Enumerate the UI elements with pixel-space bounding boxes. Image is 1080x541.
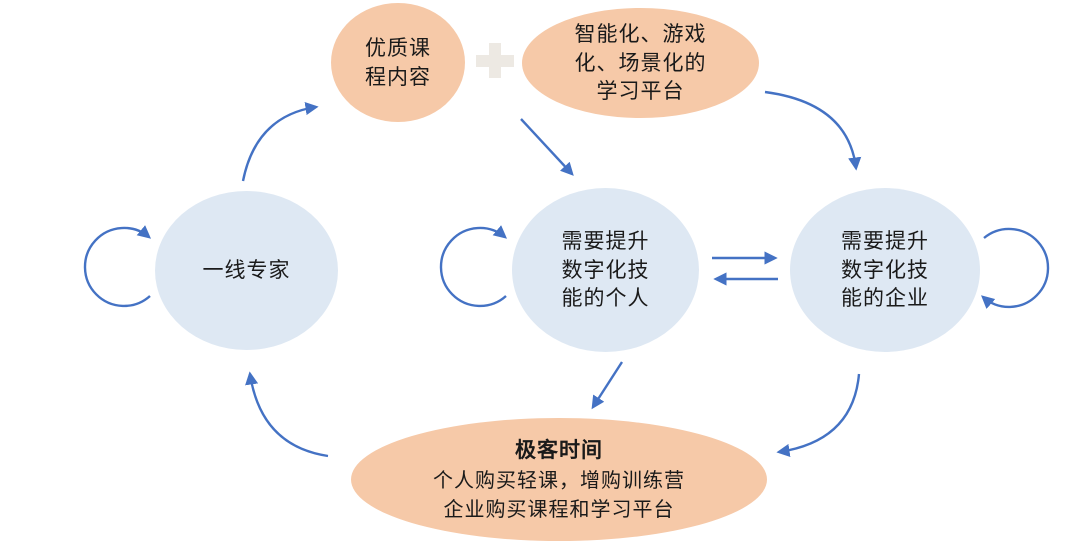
node-learning-platform-label: 智能化、游戏 化、场景化的 学习平台 [574,21,707,104]
self-loop-individual [439,225,508,308]
node-enterprises-label: 需要提升 数字化技 能的企业 [841,228,929,311]
node-geektime-title: 极客时间 [515,437,603,463]
node-enterprises-needing-digital-skills: 需要提升 数字化技 能的企业 [790,188,980,352]
node-individuals-label: 需要提升 数字化技 能的个人 [561,228,650,311]
node-learning-platform: 智能化、游戏 化、场景化的 学习平台 [522,8,759,118]
node-quality-course: 优质课 程内容 [331,3,465,122]
self-loop-expert [83,225,152,308]
arrow-expert-to-course [241,102,319,182]
self-loop-enterprise [981,227,1050,309]
arrow-geektime-to-expert [245,371,329,458]
node-individuals-needing-digital-skills: 需要提升 数字化技 能的个人 [512,188,699,352]
plus-icon [470,37,520,85]
node-frontline-experts: 一线专家 [155,191,338,350]
arrow-content-to-individual [520,118,574,176]
arrow-enterprise-to-geektime [776,373,861,457]
arrow-platform-to-enterprise [764,90,862,171]
plus-box [470,37,520,85]
node-frontline-experts-label: 一线专家 [202,258,291,283]
node-quality-course-label: 优质课 程内容 [365,35,431,89]
node-geektime: 极客时间 个人购买轻课，增购训练营 企业购买课程和学习平台 [351,418,767,541]
arrow-individual-to-geektime [591,361,624,410]
node-geektime-subtitle: 个人购买轻课，增购训练营 企业购买课程和学习平台 [433,467,685,521]
